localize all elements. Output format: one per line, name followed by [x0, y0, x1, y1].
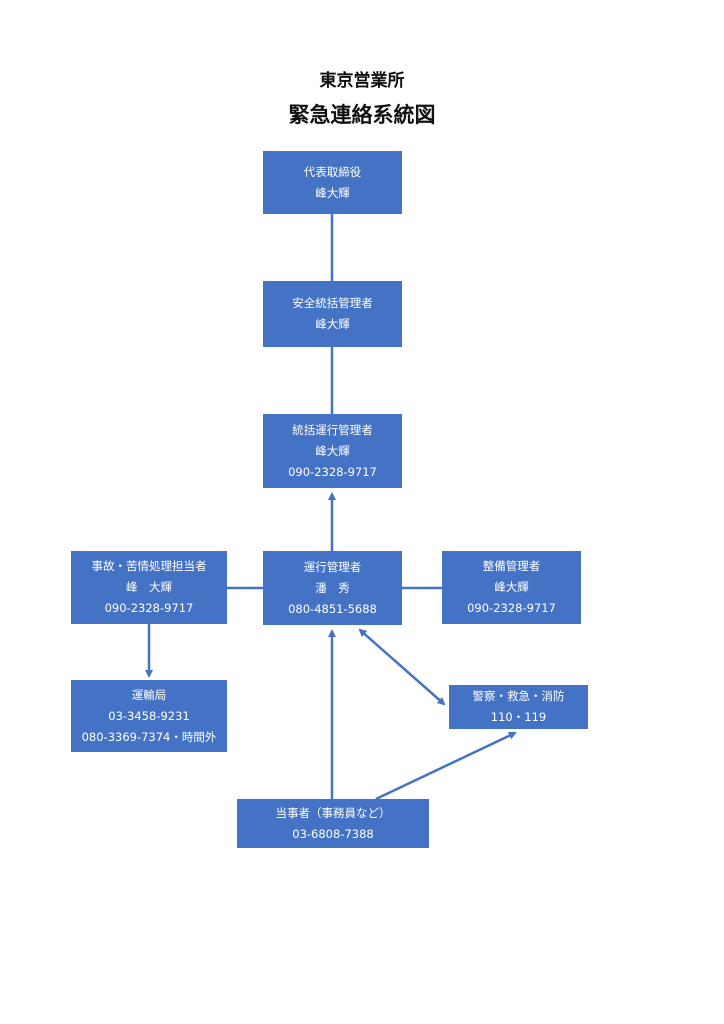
node-after-hours-phone: 080-3369-7374・時間外 [81, 729, 217, 744]
node-phone: 090-2328-9717 [467, 601, 556, 615]
node-phone: 03-6808-7388 [292, 826, 374, 841]
arrow-op-police [358, 628, 446, 706]
node-phone: 080-4851-5688 [288, 601, 377, 616]
node-phone: 090-2328-9717 [288, 464, 377, 479]
node-phone: 090-2328-9717 [104, 601, 194, 615]
node-role: 運輸局 [131, 687, 167, 702]
node-role: 統括運行管理者 [292, 422, 373, 437]
node-person: 峰 大輝 [126, 580, 172, 594]
node-safety-manager: 安全統括管理者 峰大輝 [263, 281, 402, 347]
node-role: 事故・苦情処理担当者 [91, 559, 207, 573]
arrow-party-to-police [375, 731, 517, 801]
node-role: 代表取締役 [303, 164, 362, 179]
node-person: 峰大輝 [315, 317, 350, 331]
node-role: 安全統括管理者 [292, 296, 373, 310]
node-phone: 110・119 [490, 710, 547, 724]
node-role: 当事者（事務員など） [275, 805, 391, 820]
node-person: 峰大輝 [494, 580, 529, 594]
node-operations-manager: 運行管理者 潘 秀 080-4851-5688 [263, 551, 402, 625]
node-accident-complaints: 事故・苦情処理担当者 峰 大輝 090-2328-9717 [71, 551, 227, 624]
node-overall-operations-manager: 統括運行管理者 峰大輝 090-2328-9717 [263, 414, 402, 488]
node-maintenance-manager: 整備管理者 峰大輝 090-2328-9717 [442, 551, 581, 624]
diagram-title: 緊急連絡系統図 [288, 103, 436, 127]
node-involved-party: 当事者（事務員など） 03-6808-7388 [237, 799, 429, 848]
node-phone: 03-3458-9231 [108, 708, 190, 723]
node-police-emergency-fire: 警察・救急・消防 110・119 [449, 685, 588, 729]
office-name: 東京営業所 [319, 71, 405, 91]
node-person: 峰大輝 [315, 443, 350, 458]
node-transport-bureau: 運輸局 03-3458-9231 080-3369-7374・時間外 [71, 680, 227, 752]
node-person: 峰大輝 [315, 185, 350, 200]
node-role: 運行管理者 [303, 559, 362, 574]
node-ceo: 代表取締役 峰大輝 [263, 151, 402, 214]
node-role: 整備管理者 [482, 559, 541, 573]
node-role: 警察・救急・消防 [472, 689, 565, 703]
node-person: 潘 秀 [315, 580, 350, 595]
